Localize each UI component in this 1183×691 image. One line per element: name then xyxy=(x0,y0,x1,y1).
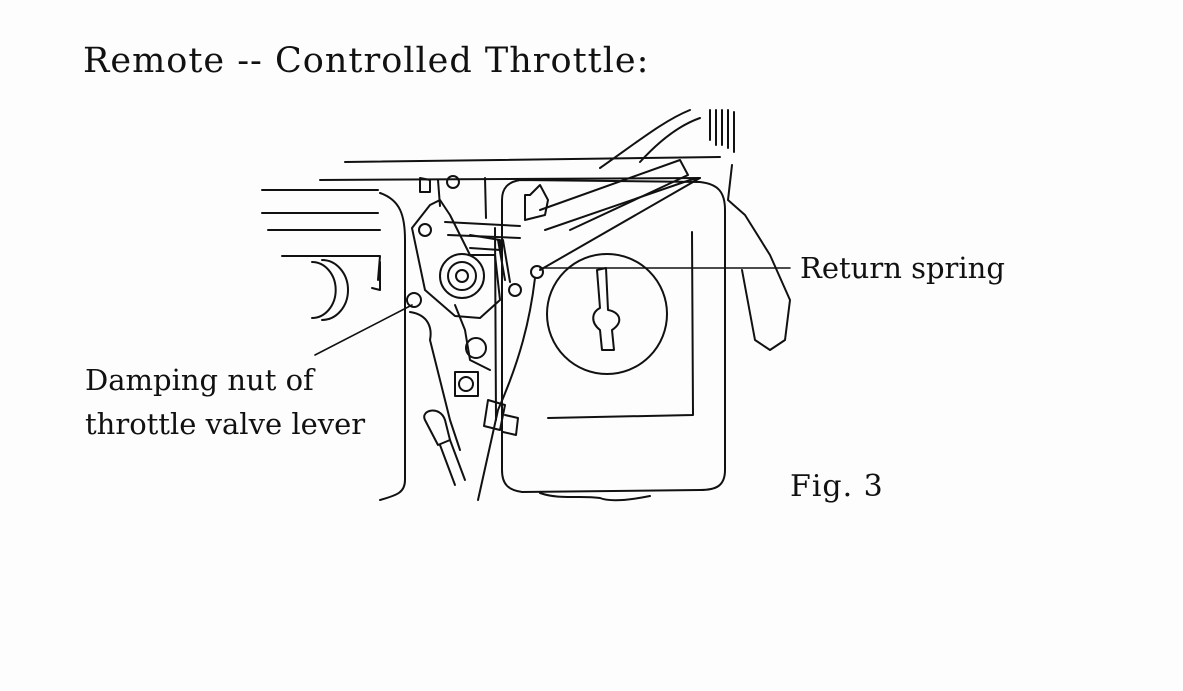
figure-label: Fig. 3 xyxy=(790,469,884,504)
throttle-cable xyxy=(477,227,536,501)
lower-bracket xyxy=(406,292,491,486)
damping-nut-label-line2: throttle valve lever xyxy=(85,407,366,441)
spring-coil xyxy=(439,239,544,299)
throttle-lever xyxy=(411,199,521,319)
fuel-cap xyxy=(546,253,668,375)
fuel-tank xyxy=(501,179,726,502)
damping-nut-label-line1: Damping nut of xyxy=(85,363,314,397)
page-title: Remote -- Controlled Throttle: xyxy=(83,41,650,81)
engine-body-lines xyxy=(261,156,721,501)
control-arm xyxy=(524,109,791,351)
return-spring-label: Return spring xyxy=(800,251,1005,285)
damping-nut-leader xyxy=(314,304,413,356)
